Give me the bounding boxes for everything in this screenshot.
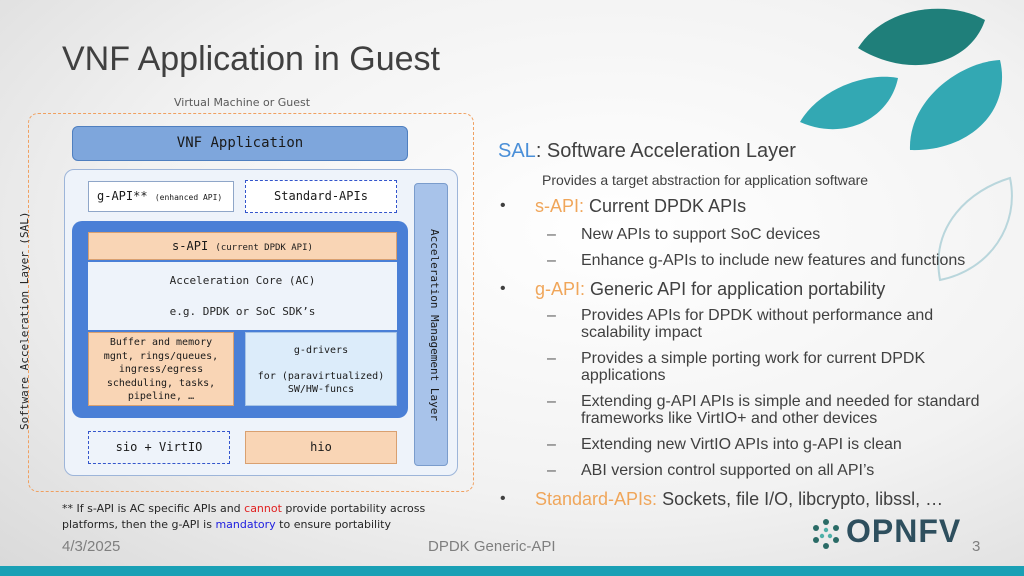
bullet-marker: • xyxy=(500,280,506,297)
s-api-sub-item: New APIs to support SoC devices xyxy=(581,226,821,243)
standard-apis-bullet: Standard-APIs: Sockets, file I/O, libcry… xyxy=(535,489,943,510)
vnf-application-box: VNF Application xyxy=(72,126,408,161)
g-api-sub-item: Provides APIs for DPDK without performan… xyxy=(581,307,933,341)
sal-provides: Provides a target abstraction for applic… xyxy=(542,172,869,188)
buffer-line: Buffer and memory xyxy=(109,337,213,348)
sub-line: Extending g-API APIs is simple and neede… xyxy=(581,393,980,410)
buffer-line: mgnt, rings/queues, xyxy=(103,350,219,362)
s-api-small-label: (current DPDK API) xyxy=(215,243,313,253)
leaf-dark xyxy=(858,8,985,66)
dash-marker: – xyxy=(547,226,556,243)
g-api-sub-item: Extending new VirtIO APIs into g-API is … xyxy=(581,436,902,453)
dash-marker: – xyxy=(547,436,556,453)
bottom-bar xyxy=(0,566,1024,576)
sub-line: frameworks like VirtIO+ and other device… xyxy=(581,410,878,427)
sub-line: applications xyxy=(581,367,666,384)
g-api-bullet-label: g-API: xyxy=(535,279,586,299)
buffer-line: pipeline, … xyxy=(127,391,195,402)
decorative-leaves xyxy=(800,8,1013,282)
footnote-part: ** If s-API is AC specific APIs and xyxy=(62,502,245,515)
sal-heading: SAL: Software Acceleration Layer xyxy=(498,140,796,163)
guest-boundary xyxy=(28,113,474,492)
s-api-box: s-API (current DPDK API) xyxy=(88,232,397,260)
leaf-teal-right xyxy=(909,60,1003,151)
sub-line: Provides a simple porting work for curre… xyxy=(581,350,926,367)
s-api-sub-item: Enhance g-APIs to include new features a… xyxy=(581,252,966,269)
g-drivers-for-label: for (paravirtualized) xyxy=(257,371,385,382)
page-number: 3 xyxy=(972,538,981,555)
dash-marker: – xyxy=(547,350,556,367)
g-api-sub-item: Extending g-API APIs is simple and neede… xyxy=(581,393,979,427)
vm-label: Virtual Machine or Guest xyxy=(174,96,311,109)
slide-title: VNF Application in Guest xyxy=(62,40,440,78)
buffer-line: scheduling, tasks, xyxy=(106,377,216,389)
acceleration-management-layer-box xyxy=(414,183,448,466)
dash-marker: – xyxy=(547,393,556,410)
opnfv-logo-icon xyxy=(813,519,839,549)
acceleration-core-label: Acceleration Core (AC) xyxy=(169,274,316,287)
footer-date: 4/3/2025 xyxy=(62,538,121,555)
dash-marker: – xyxy=(547,462,556,479)
g-api-small-label: (enhanced API) xyxy=(154,193,223,202)
footnote-part: platforms, then the g-API is xyxy=(62,518,216,531)
footnote-part: provide portability across xyxy=(281,502,426,515)
g-drivers-box: g-drivers for (paravirtualized) SW/HW-fu… xyxy=(245,332,397,406)
dash-marker: – xyxy=(547,307,556,324)
buffer-line: ingress/egress xyxy=(118,364,204,375)
leaf-teal-left xyxy=(800,76,898,130)
standard-apis-bullet-text: Sockets, file I/O, libcrypto, libssl, … xyxy=(662,489,944,509)
s-api-bullet-text: Current DPDK APIs xyxy=(589,196,747,216)
buffer-memory-box: Buffer and memory mgnt, rings/queues, in… xyxy=(88,332,234,406)
footer-title: DPDK Generic-API xyxy=(428,538,556,555)
sal-rest: : Software Acceleration Layer xyxy=(535,140,796,162)
core-inner-area xyxy=(88,262,397,330)
g-api-main-label: g-API** xyxy=(97,189,148,203)
bullet-marker: • xyxy=(500,197,506,214)
g-api-box: g-API** (enhanced API) xyxy=(88,181,234,212)
sal-vertical-label: Software Acceleration Layer (SAL) xyxy=(18,211,31,430)
standard-apis-bullet-label: Standard-APIs: xyxy=(535,489,658,509)
standard-apis-box: Standard-APIs xyxy=(245,180,397,213)
s-api-bullet-label: s-API: xyxy=(535,196,585,216)
g-drivers-funcs-label: SW/HW-funcs xyxy=(287,384,355,395)
eg-sdk-label: e.g. DPDK or SoC SDK’s xyxy=(169,305,316,318)
footnote-part: to ensure portability xyxy=(275,518,391,531)
opnfv-logo-text: OPNFV xyxy=(846,513,962,549)
hio-box: hio xyxy=(245,431,397,464)
leaf-outline xyxy=(937,176,1013,282)
sub-line: scalability impact xyxy=(581,324,702,341)
sal-abbr: SAL xyxy=(498,140,536,162)
g-drivers-label: g-drivers xyxy=(293,345,349,356)
footnote: ** If s-API is AC specific APIs and cann… xyxy=(62,501,462,533)
sub-line: Provides APIs for DPDK without performan… xyxy=(581,307,934,324)
g-api-sub-item: Provides a simple porting work for curre… xyxy=(581,350,925,384)
bullet-marker: • xyxy=(500,490,506,507)
dash-marker: – xyxy=(547,252,556,269)
g-api-bullet: g-API: Generic API for application porta… xyxy=(535,279,885,300)
g-api-sub-item: ABI version control supported on all API… xyxy=(581,462,875,479)
footnote-cannot: cannot xyxy=(244,502,282,515)
sio-virtio-box: sio + VirtIO xyxy=(88,431,230,464)
s-api-bullet: s-API: Current DPDK APIs xyxy=(535,196,746,217)
s-api-main-label: s-API xyxy=(172,239,209,253)
aml-label: Acceleration Management Layer xyxy=(428,228,441,422)
footnote-mandatory: mandatory xyxy=(215,518,276,531)
g-api-bullet-text: Generic API for application portability xyxy=(590,279,886,299)
